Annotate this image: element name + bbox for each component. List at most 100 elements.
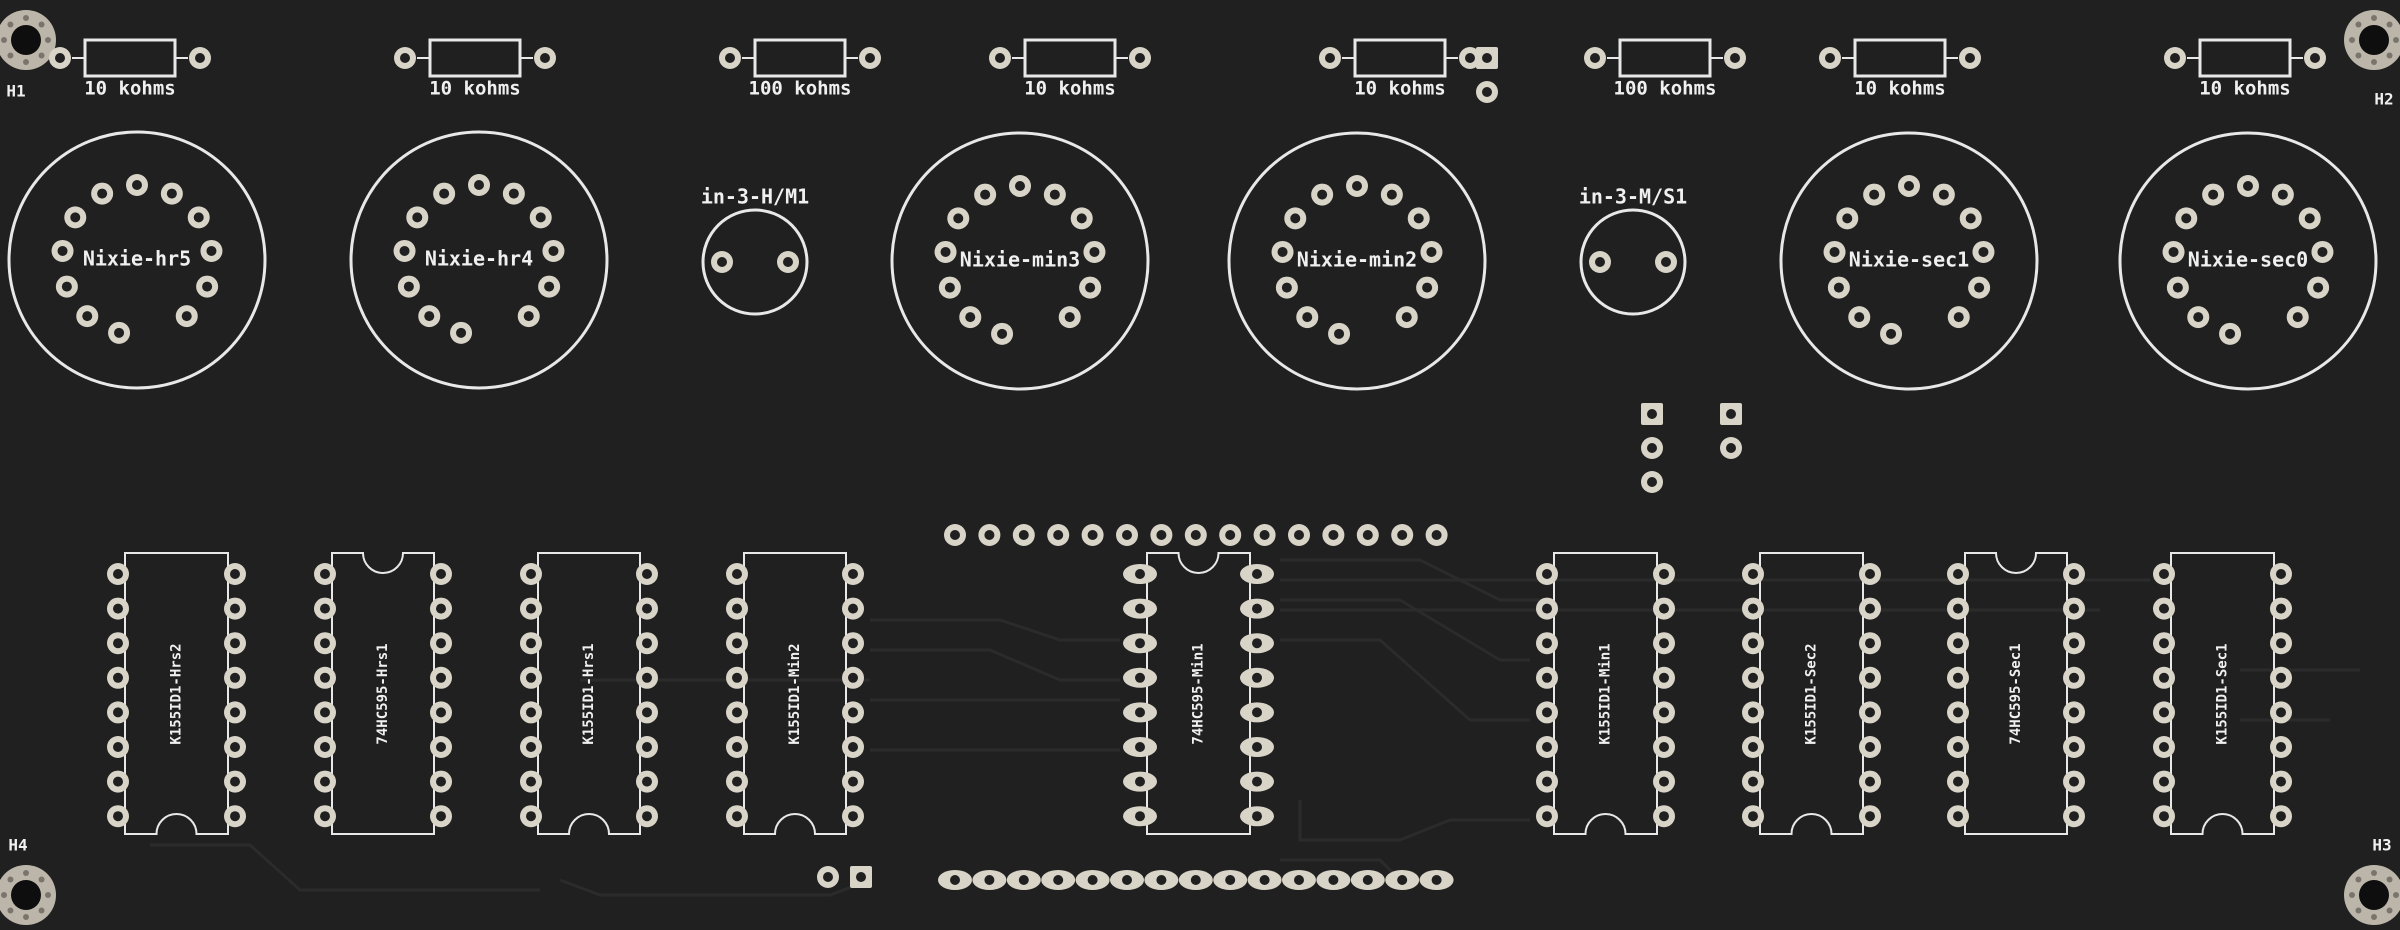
pad: [636, 666, 658, 689]
resistor-label: 10 kohms: [429, 78, 521, 100]
pad: [520, 701, 542, 724]
mount-hole-label: H4: [8, 836, 27, 855]
pad: [1322, 524, 1345, 546]
pad: [726, 805, 748, 828]
resistor: [1012, 38, 1128, 78]
resistor: [1842, 38, 1958, 78]
pad: [2202, 183, 2225, 206]
pad: [1536, 632, 1558, 655]
ic-label: K155ID1-Hrs2: [169, 643, 185, 744]
pad: [1123, 633, 1157, 654]
pad: [711, 251, 733, 273]
pad: [1863, 183, 1886, 206]
pad: [842, 701, 864, 724]
pad: [1041, 870, 1076, 890]
pad: [1240, 771, 1274, 792]
pad: [2270, 597, 2292, 620]
pad: [1536, 597, 1558, 620]
mount-hole-label: H3: [2372, 836, 2391, 855]
resistor-outline: [83, 38, 177, 78]
pad: [1536, 666, 1558, 689]
pad: [224, 701, 246, 724]
pad: [1859, 736, 1881, 758]
pad: [2164, 47, 2186, 69]
pad: [418, 305, 441, 328]
pad: [2270, 563, 2292, 585]
pad: [51, 239, 74, 262]
pad: [1356, 524, 1379, 546]
ic-outline: [2170, 552, 2275, 835]
pad: [1275, 276, 1298, 299]
pad: [1395, 306, 1418, 329]
pad: [175, 305, 198, 328]
pad: [1947, 770, 1969, 793]
pad: [1123, 598, 1157, 619]
pad: [1247, 870, 1282, 890]
resistor-outline: [1023, 38, 1117, 78]
pad: [2063, 805, 2085, 828]
pad: [719, 47, 741, 69]
pad: [842, 736, 864, 758]
pad: [1144, 870, 1179, 890]
pad: [502, 182, 525, 205]
resistor-label: 10 kohms: [84, 78, 176, 100]
pad: [430, 805, 452, 828]
pad: [726, 736, 748, 758]
pad: [1653, 701, 1675, 724]
pad: [1641, 471, 1663, 493]
pad: [2175, 207, 2198, 230]
pad: [397, 275, 420, 298]
pad: [520, 632, 542, 655]
pad: [1240, 806, 1274, 827]
pad: [938, 870, 972, 890]
pad: [1859, 770, 1881, 793]
pad: [2307, 276, 2330, 299]
pad: [1083, 240, 1106, 263]
mount-hole: [0, 10, 56, 70]
pad: [430, 666, 452, 689]
pad: [1859, 597, 1881, 620]
pad: [1253, 524, 1276, 546]
pad: [2304, 47, 2326, 69]
pad: [1240, 633, 1274, 654]
pad: [1947, 632, 1969, 655]
pad: [64, 206, 87, 229]
pad: [2298, 207, 2321, 230]
pad: [2219, 322, 2242, 345]
nixie-tube-label: Nixie-sec0: [2188, 248, 2308, 272]
pad: [1720, 403, 1742, 425]
copper-trace: [870, 648, 1120, 682]
pad: [1425, 524, 1448, 546]
pad: [1296, 306, 1319, 329]
pad: [636, 701, 658, 724]
pad: [1459, 47, 1481, 69]
copper-trace: [1280, 638, 1530, 722]
resistor-label: 100 kohms: [1614, 78, 1717, 100]
pad: [1898, 175, 1920, 197]
pad: [1070, 207, 1093, 230]
pad: [430, 770, 452, 793]
pad: [938, 276, 961, 299]
pad: [1880, 322, 1903, 345]
pad: [224, 632, 246, 655]
pad: [91, 182, 114, 205]
pad: [1240, 702, 1274, 723]
neon-lamp-outline: [701, 208, 809, 316]
ic-outline: [124, 552, 229, 835]
pad: [2153, 805, 2175, 828]
pad: [1653, 632, 1675, 655]
pad: [726, 632, 748, 655]
pad: [314, 597, 336, 620]
pad: [1947, 563, 1969, 585]
pad: [2270, 666, 2292, 689]
pad: [107, 805, 129, 828]
pad: [107, 701, 129, 724]
pad: [726, 701, 748, 724]
pad: [1075, 870, 1110, 890]
nixie-tube-outline: [7, 130, 267, 390]
pad: [1081, 524, 1104, 546]
pad: [1391, 524, 1414, 546]
pad: [2153, 563, 2175, 585]
pad: [520, 666, 542, 689]
